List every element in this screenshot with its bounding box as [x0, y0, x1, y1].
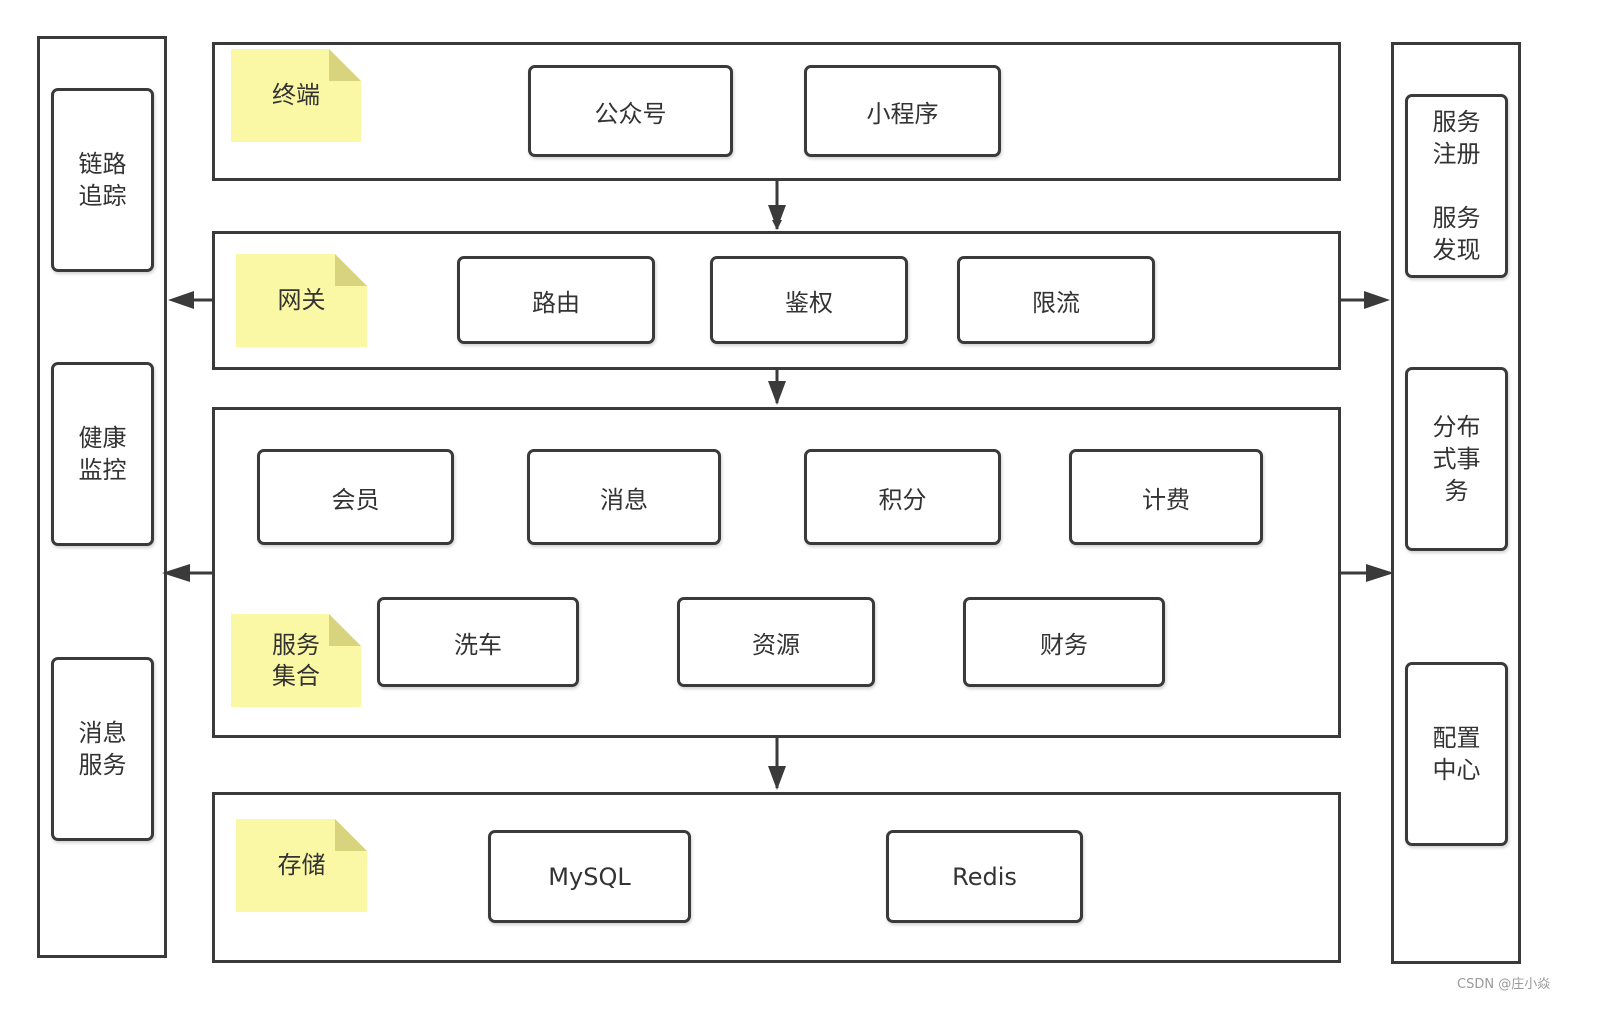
arrow-gateway-to-services [768, 370, 786, 405]
arrow-services-to-right [1341, 564, 1394, 582]
terminal-layer [212, 42, 1341, 181]
mini-program-box: 小程序 [804, 65, 1001, 157]
redis-box: Redis [886, 830, 1083, 923]
watermark: CSDN @庄小焱 [1457, 977, 1551, 992]
message-service-box: 消息 服务 [51, 657, 154, 841]
service-registry-box: 服务 注册 服务 发现 [1405, 94, 1508, 278]
member-box: 会员 [257, 449, 454, 545]
billing-box: 计费 [1069, 449, 1263, 545]
official-account-box: 公众号 [528, 65, 733, 157]
arrow-gateway-to-right [1341, 291, 1390, 309]
points-box: 积分 [804, 449, 1001, 545]
storage-note-label: 存储 [277, 851, 326, 879]
arrow-terminal-to-gateway [768, 181, 786, 230]
terminal-note-label: 终端 [272, 81, 320, 109]
tracing-box: 链路 追踪 [51, 88, 154, 272]
car-wash-box: 洗车 [377, 597, 579, 687]
config-center-box: 配置 中心 [1405, 662, 1508, 846]
health-monitor-box: 健康 监控 [51, 362, 154, 546]
services-note-label: 服务 集合 [272, 630, 320, 690]
arrow-services-to-left [162, 564, 212, 582]
storage-layer [212, 792, 1341, 963]
gateway-note-label: 网关 [277, 286, 326, 314]
message-box: 消息 [527, 449, 721, 545]
mysql-box: MySQL [488, 830, 691, 923]
arrow-gateway-to-left [168, 291, 212, 309]
routing-box: 路由 [457, 256, 655, 344]
auth-box: 鉴权 [710, 256, 908, 344]
finance-box: 财务 [963, 597, 1165, 687]
distributed-transaction-box: 分布 式事 务 [1405, 367, 1508, 551]
arrow-services-to-storage [768, 738, 786, 790]
resource-box: 资源 [677, 597, 875, 687]
rate-limit-box: 限流 [957, 256, 1155, 344]
